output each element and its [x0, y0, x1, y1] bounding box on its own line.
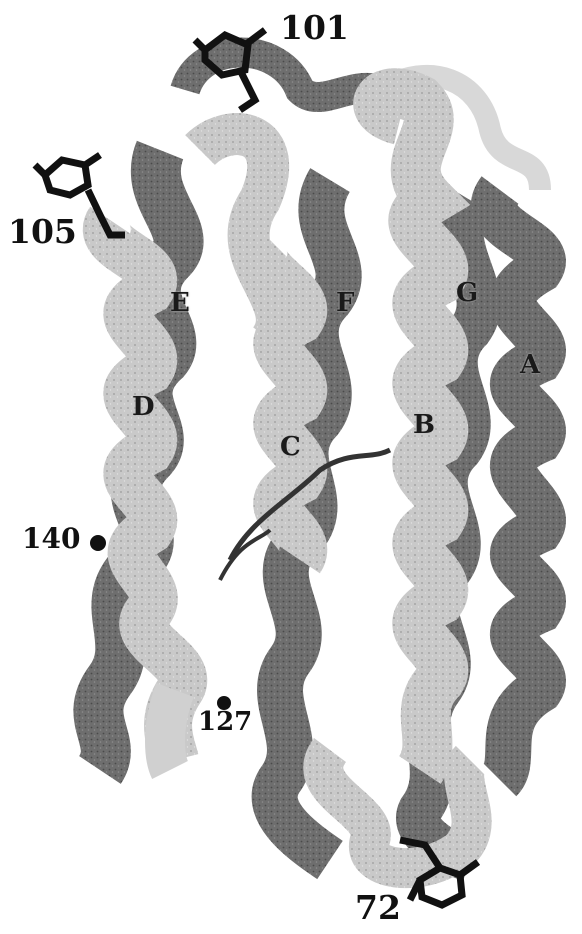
residue-label-72: 72 — [355, 888, 401, 927]
helix-label-a: A — [520, 350, 540, 380]
top-loop-dark — [185, 53, 380, 98]
residue-label-140: 140 — [22, 522, 80, 555]
residue-label-105: 105 — [8, 212, 77, 251]
residue-label-101: 101 — [280, 8, 349, 47]
helix-label-f: F — [336, 288, 354, 318]
helix-label-d: D — [132, 392, 155, 422]
helix-label-e: E — [170, 288, 190, 318]
helix-label-c: C — [280, 432, 301, 462]
helix-label-b: B — [413, 410, 435, 440]
binding-site-140-dot — [90, 535, 106, 551]
helix-label-g: G — [456, 278, 478, 308]
residue-label-127: 127 — [198, 707, 252, 737]
helix-a-dark — [494, 190, 543, 780]
